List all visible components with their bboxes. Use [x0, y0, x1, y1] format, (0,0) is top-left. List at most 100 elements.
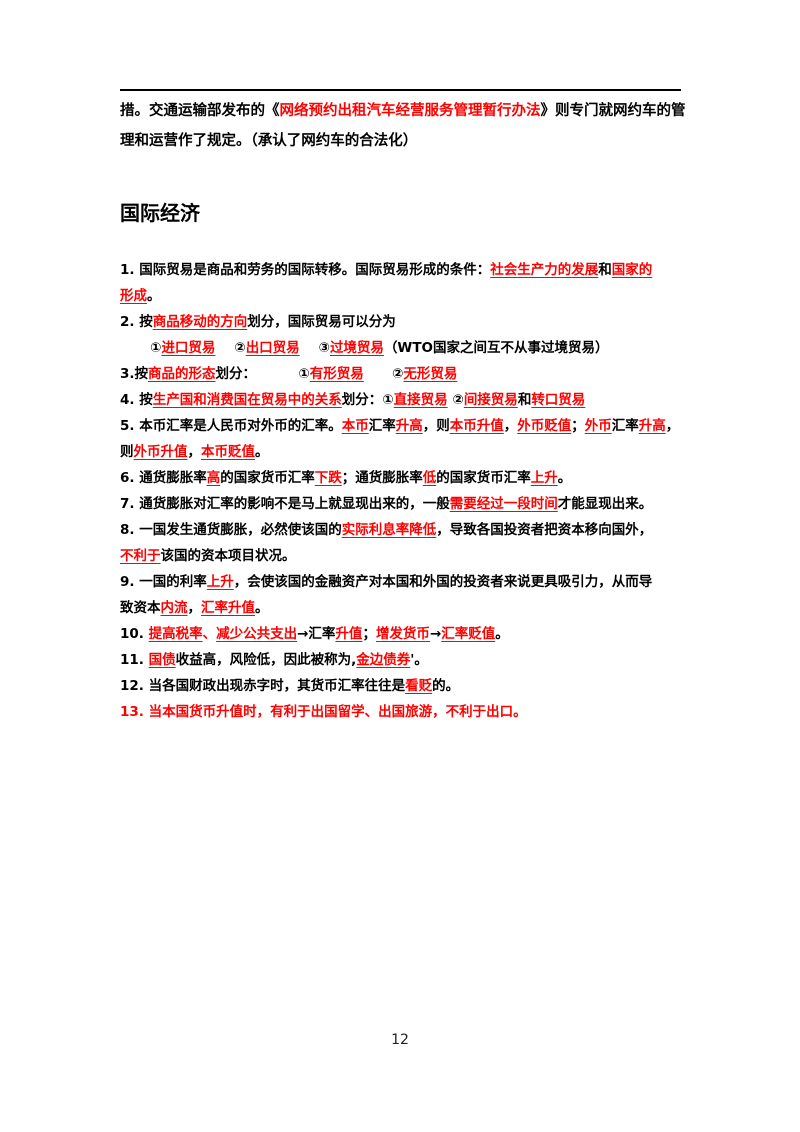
key-term: 商品移动的方向 [152, 314, 248, 330]
intro-text: 理和运营作了规定。（承认了网约车的合法化） [120, 133, 418, 149]
text: 。 [495, 626, 509, 642]
key-term: 汇率升值 [201, 600, 255, 616]
list-item: 11. 国债收益高，风险低，因此被称为,金边债券'。 [120, 647, 690, 673]
text: 汇率 [368, 418, 396, 434]
text: → [429, 626, 442, 642]
text: 6. 通货膨胀率 [120, 470, 207, 486]
key-term: 商品的形态 [148, 366, 216, 382]
text: ，导致各国投资者把资本移向国外， [436, 522, 653, 538]
key-term: 上升 [530, 470, 558, 486]
key-term: 社会生产力的发展 [490, 262, 599, 278]
text: 的国家货币汇率 [220, 470, 315, 486]
text: ① [298, 366, 310, 382]
text: →汇率 [297, 626, 336, 642]
key-term: 外币贬值 [517, 418, 572, 434]
text: 。 [255, 600, 269, 616]
list-item: 5. 本币汇率是人民币对外币的汇率。本币汇率升高，则本币升值，外币贬值；外币汇率… [120, 413, 690, 439]
text: ② [234, 340, 246, 356]
list-item: 6. 通货膨胀率高的国家货币汇率下跌；通货膨胀率低的国家货币汇率上升。 [120, 465, 690, 491]
key-term: 内流 [160, 600, 188, 616]
list-item: 3.按商品的形态划分： ①有形贸易 ②无形贸易 [120, 361, 690, 387]
text: 和 [517, 392, 532, 408]
law-title: 网络预约出租汽车经营服务管理暂行办法 [279, 103, 541, 119]
key-term: 转口贸易 [531, 392, 586, 408]
text: ，会使该国的金融资产对本国和外国的投资者来说更具吸引力，从而导 [233, 574, 653, 590]
text: ； [571, 418, 585, 434]
key-term: 高 [206, 470, 221, 486]
key-term: 本币贬值 [201, 444, 255, 460]
key-term: 间接贸易 [463, 392, 518, 408]
intro-paragraph: 措。交通运输部发布的《网络预约出租汽车经营服务管理暂行办法》则专门就网约车的管 … [120, 96, 690, 156]
key-term: 减少公共支出 [216, 626, 298, 642]
key-term: 形成 [120, 288, 147, 304]
text: ③ [318, 340, 330, 356]
text: 10. [120, 626, 149, 642]
text: 3.按 [120, 366, 149, 382]
key-term: 有形贸易 [309, 366, 364, 382]
key-term: 国债 [148, 652, 176, 668]
text: ② [391, 366, 404, 382]
key-term: 金边债券 [356, 652, 411, 668]
key-term: 升高 [395, 418, 423, 434]
key-term: 外币升值 [133, 444, 188, 460]
list-item: ①进口贸易 ②出口贸易 ③过境贸易（WTO国家之间互不从事过境贸易） [120, 335, 690, 361]
text: 则 [120, 444, 134, 460]
list-item: 4. 按生产国和消费国在贸易中的关系划分：①直接贸易 ②间接贸易和转口贸易 [120, 387, 690, 413]
key-term: 过境贸易 [329, 340, 384, 356]
list-item: 则外币升值，本币贬值。 [120, 439, 690, 465]
text: 12. 当各国财政出现赤字时，其货币汇率往往是 [120, 678, 406, 694]
text: 收益高，风险低，因此被称为, [175, 652, 357, 668]
text: 划分： [215, 366, 257, 382]
text: 划分，国际贸易可以分为 [247, 314, 396, 330]
intro-text: 》则专门就网约车的管 [540, 103, 686, 119]
text: ， [503, 418, 518, 434]
text: 和 [598, 262, 612, 278]
list-item: 8. 一国发生通货膨胀，必然使该国的实际利息率降低，导致各国投资者把资本移向国外… [120, 517, 690, 543]
key-term: 外币 [584, 418, 612, 434]
key-term: 下跌 [314, 470, 342, 486]
text: 1. 国际贸易是商品和劳务的国际转移。国际贸易形成的条件： [120, 262, 491, 278]
header-rule [120, 89, 681, 91]
key-term: 生产国和消费国在贸易中的关系 [152, 392, 342, 408]
text: 7. 通货膨胀对汇率的影响不是马上就显现出来的，一般 [120, 496, 450, 512]
list-item: 7. 通货膨胀对汇率的影响不是马上就显现出来的，一般需要经过一段时间才能显现出来… [120, 491, 690, 517]
key-term: 不利于 [120, 548, 161, 564]
text: 11. [120, 652, 149, 668]
key-term: 汇率贬值 [441, 626, 496, 642]
text: 才能显现出来。 [557, 496, 653, 512]
key-term: 上升 [206, 574, 234, 590]
list-item: 12. 当各国财政出现赤字时，其货币汇率往往是看贬的。 [120, 673, 690, 699]
list-item: 致资本内流，汇率升值。 [120, 595, 690, 621]
text: 4. 按 [120, 392, 153, 408]
key-term: 进口贸易 [161, 340, 216, 356]
text: 2. 按 [120, 314, 153, 330]
text: ，则 [422, 418, 450, 434]
text: 、 [202, 626, 217, 642]
text: 的。 [432, 678, 460, 694]
text: 该国的资本项目状况。 [160, 548, 296, 564]
text: 。 [255, 444, 269, 460]
text: 13. 当本国货币升值时，有利于出国留学、出国旅游，不利于出口。 [120, 704, 527, 720]
list-item: 不利于该国的资本项目状况。 [120, 543, 690, 569]
text: 5. 本币汇率是人民币对外币的汇率。 [120, 418, 342, 434]
text: （WTO国家之间互不从事过境贸易） [383, 340, 609, 356]
section-title: 国际经济 [120, 201, 200, 225]
list-item: 形成。 [120, 283, 690, 309]
item-list: 1. 国际贸易是商品和劳务的国际转移。国际贸易形成的条件：社会生产力的发展和国家… [120, 257, 690, 725]
key-term: 本币升值 [449, 418, 504, 434]
key-term: 直接贸易 [393, 392, 448, 408]
text: ， [187, 600, 202, 616]
text: 划分：① [341, 392, 394, 408]
key-term: 国家的 [611, 262, 653, 278]
text: ；通货膨胀率 [341, 470, 423, 486]
text: 8. 一国发生通货膨胀，必然使该国的 [120, 522, 342, 538]
key-term: 低 [422, 470, 437, 486]
key-term: 无形贸易 [403, 366, 458, 382]
text: 9. 一国的利率 [120, 574, 207, 590]
key-term: 需要经过一段时间 [449, 496, 558, 512]
list-item: 9. 一国的利率上升，会使该国的金融资产对本国和外国的投资者来说更具吸引力，从而… [120, 569, 690, 595]
text: 的国家货币汇率 [436, 470, 531, 486]
text: ， [665, 418, 680, 434]
key-term: 本币 [341, 418, 369, 434]
list-item: 10. 提高税率、减少公共支出→汇率升值；增发货币→汇率贬值。 [120, 621, 690, 647]
